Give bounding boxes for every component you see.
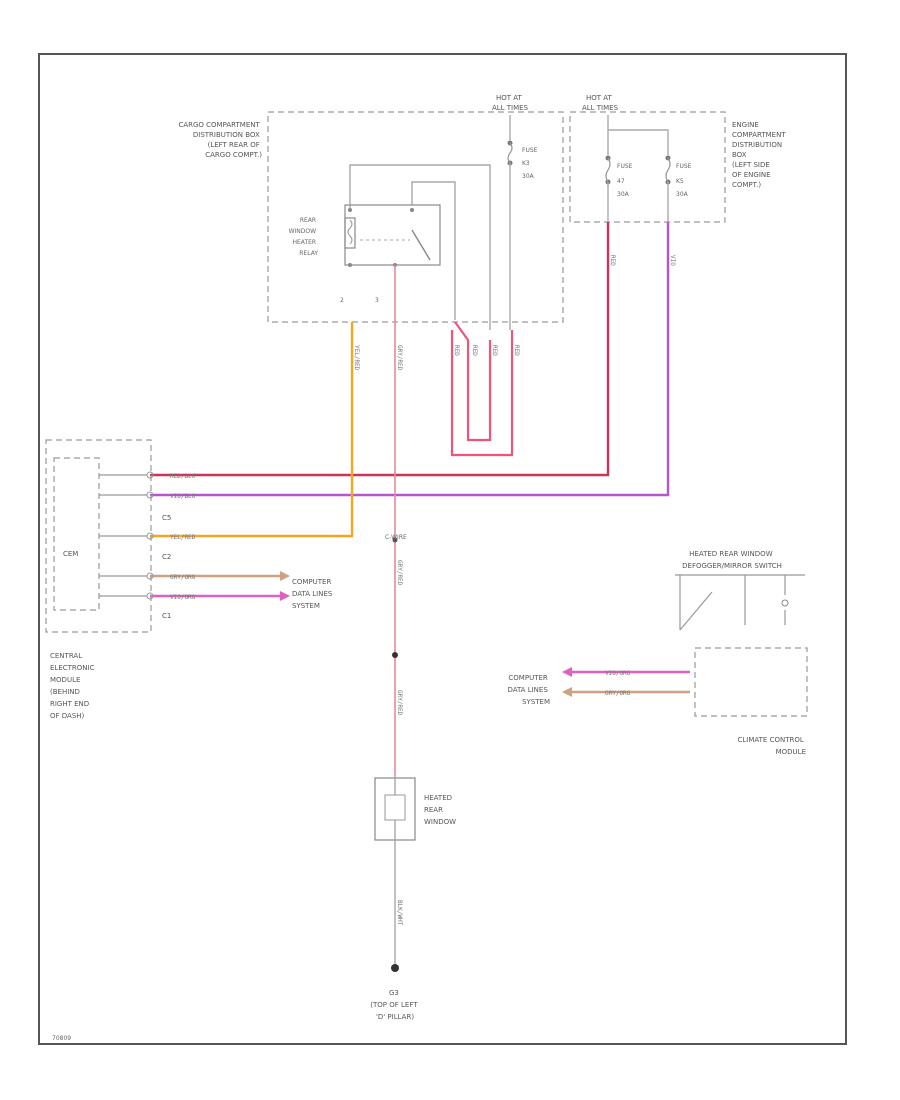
- computer-data-lines-label-2: COMPUTER DATA LINES SYSTEM: [507, 674, 550, 706]
- cem-caption: CENTRAL ELECTRONIC MODULE (BEHIND RIGHT …: [50, 652, 97, 720]
- switch-led: [781, 599, 789, 607]
- arrow-gry-org-climate: [562, 687, 572, 697]
- engine-box-label: ENGINE COMPARTMENT DISTRIBUTION BOX (LEF…: [732, 121, 788, 189]
- fuse-k5-label: FUSE K5 30A: [676, 163, 693, 198]
- relay-coil: [344, 217, 356, 249]
- footer-code: 70809: [52, 1035, 71, 1042]
- wire-label-yel-red: YEL/RED: [170, 534, 196, 541]
- arrow-vio-org-cem: [280, 591, 290, 601]
- fuse-k3-element: [507, 142, 513, 164]
- cem-label: CEM: [63, 550, 78, 558]
- wire-label-loop-2: RED: [471, 345, 478, 356]
- wire-vio-blu: [150, 222, 670, 497]
- ground-label: G3 (TOP OF LEFT 'D' PILLAR): [370, 989, 419, 1021]
- heated-rear-window-grid: [384, 794, 406, 821]
- fuse-47-element: [605, 157, 611, 183]
- relay-coil-winding: [347, 219, 353, 245]
- wire-label-relay-out: YEL/RED: [353, 345, 360, 371]
- splice-point: [392, 537, 398, 543]
- engine-bus: [607, 115, 669, 155]
- wire-label-ground: BLK/WHT: [396, 900, 403, 926]
- wire-label-f47-out: VIO: [669, 255, 676, 266]
- climate-control-label: CLIMATE CONTROL MODULE: [738, 736, 806, 756]
- relay-switch-arm: [411, 229, 431, 261]
- hot-at-all-times-label-1: HOT AT ALL TIMES: [492, 94, 529, 112]
- wire-label-heater-feed-3: GRY/RED: [396, 690, 403, 716]
- connector-c5: C5: [162, 514, 171, 522]
- wire-red-loop: [450, 321, 514, 457]
- arrow-vio-org-climate: [562, 667, 572, 677]
- relay-pin-top-left: [348, 208, 352, 212]
- cem-pin-leads: [99, 474, 147, 597]
- fuse-k3-label: FUSE K3 30A: [522, 147, 539, 180]
- relay-top-loop: [349, 164, 491, 330]
- relay-pin-3: 3: [375, 297, 379, 304]
- cargo-box-label: CARGO COMPARTMENT DISTRIBUTION BOX (LEFT…: [178, 121, 262, 159]
- switch-title: HEATED REAR WINDOW DEFOGGER/MIRROR SWITC…: [682, 550, 782, 570]
- relay-pin-bottom-left: [348, 263, 352, 267]
- heated-rear-window-label: HEATED REAR WINDOW: [424, 794, 456, 826]
- relay-second-loop: [411, 181, 456, 320]
- relay-pin-top-right: [410, 208, 414, 212]
- diagram-frame: [38, 53, 847, 1045]
- rear-window-heater-relay: [344, 204, 441, 266]
- relay-pin-2: 2: [340, 297, 344, 304]
- arrow-gry-org-cem: [280, 571, 290, 581]
- inline-connector-dot: [392, 652, 398, 658]
- wire-label-gry-org-climate: GRY/ORG: [605, 690, 631, 697]
- splice-label: C-WIRE: [385, 534, 407, 541]
- engine-distribution-box: [569, 111, 726, 223]
- wire-label-loop-4: RED: [513, 345, 520, 356]
- wire-label-loop-3: RED: [491, 345, 498, 356]
- wire-yel-red: [150, 322, 354, 538]
- wire-label-red-blu: RED/BLU: [170, 473, 196, 480]
- wire-label-vio-org: VIO/ORG: [170, 594, 196, 601]
- ground-g3: [391, 964, 399, 972]
- fuse-k5-element: [665, 157, 671, 183]
- cargo-distribution-box: [267, 111, 564, 323]
- wire-red-blu: [150, 222, 610, 477]
- wire-label-vio-org-climate: VIO/ORG: [605, 670, 631, 677]
- relay-label: REAR WINDOW HEATER RELAY: [289, 217, 319, 257]
- climate-control-module: [694, 647, 808, 717]
- defogger-switch: [675, 574, 805, 631]
- connector-c2: C2: [162, 553, 171, 561]
- hot-at-all-times-label-2: HOT AT ALL TIMES: [582, 94, 619, 112]
- wire-label-loop-1: RED: [453, 345, 460, 356]
- fuse-47-label: FUSE 47 30A: [617, 163, 634, 198]
- wire-label-vio-blu: VIO/BLU: [170, 493, 196, 500]
- cem-inner: [53, 457, 100, 611]
- wire-label-gry-org: GRY/ORG: [170, 574, 196, 581]
- central-electronic-module: [45, 439, 152, 633]
- computer-data-lines-label-1: COMPUTER DATA LINES SYSTEM: [292, 578, 335, 610]
- wire-label-heater-feed: GRY/RED: [396, 345, 403, 371]
- connector-c1: C1: [162, 612, 171, 620]
- wire-label-heater-feed-2: GRY/RED: [396, 560, 403, 586]
- wire-label-k5-out: RED: [609, 255, 616, 266]
